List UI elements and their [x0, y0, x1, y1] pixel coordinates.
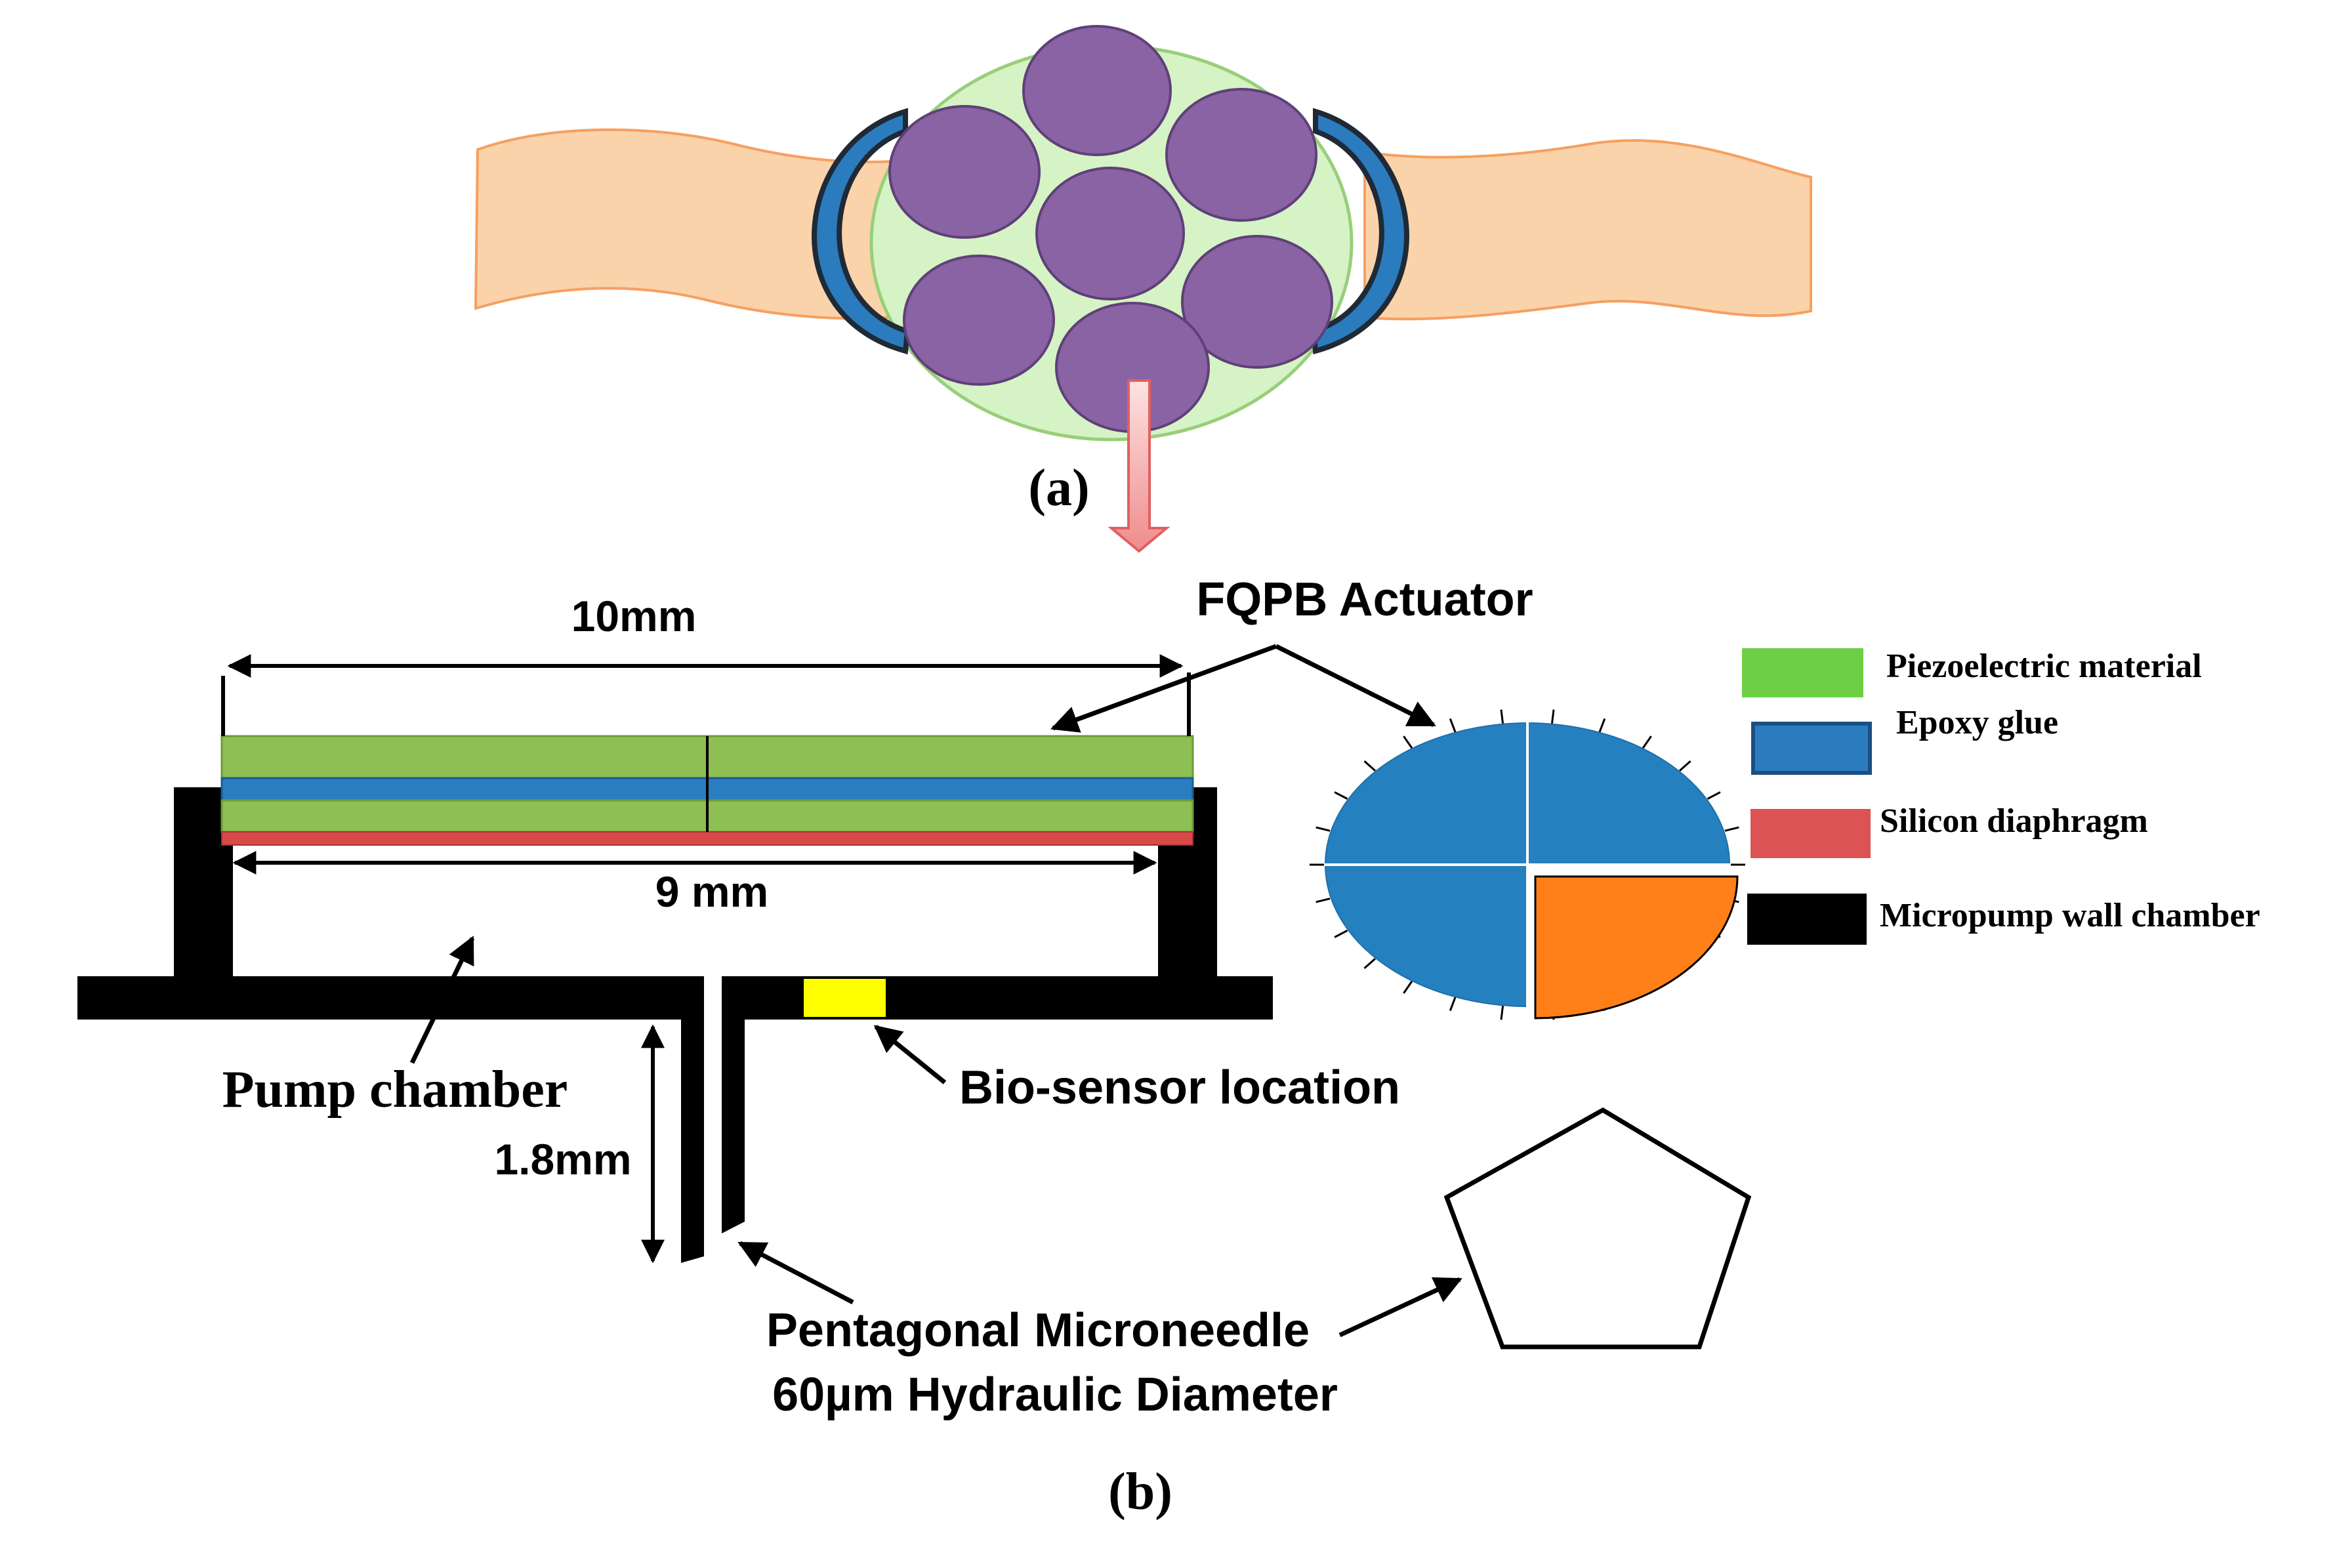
nerve-fibers [888, 25, 1333, 433]
dimension-lines [221, 654, 1191, 1264]
needle-label-line2: 60µm Hydraulic Diameter [772, 1369, 1338, 1421]
disk-tick [1316, 826, 1331, 832]
micropump-cross-section [77, 735, 1273, 1263]
disk-tick [1707, 791, 1721, 800]
disk-orange-quadrant [1534, 875, 1739, 1020]
fiber [1165, 88, 1317, 222]
disk-tick [1403, 735, 1413, 749]
pentagon-pointer [1338, 1277, 1462, 1338]
disk-tick [1500, 709, 1504, 724]
legend-label-silicon: Silicon diaphragm [1880, 802, 2148, 840]
legend-swatch-wall [1747, 894, 1867, 945]
tissue-right [1363, 139, 1812, 321]
actuator-top-view [1310, 709, 1745, 1020]
silicon-diaphragm-layer [221, 831, 1193, 846]
needle-wall-left [681, 976, 704, 1263]
actuator-width-label: 10mm [571, 592, 697, 640]
base-plate-left [77, 976, 704, 1020]
disk-tick [1334, 930, 1348, 938]
legend-swatch-silicon [1751, 809, 1871, 858]
legend-label-epoxy: Epoxy glue [1896, 704, 2058, 741]
fiber [1022, 25, 1172, 156]
panel-a-illustration [474, 25, 1812, 553]
biosensor-pointer [873, 1025, 947, 1084]
disk-tick [1500, 1005, 1504, 1020]
legend-label-wall: Micropump wall chamber [1880, 897, 2260, 934]
fiber [903, 255, 1055, 386]
panel-b-label: (b) [1108, 1463, 1172, 1521]
legend: Piezoelectric material Epoxy glue Silico… [1742, 648, 2260, 945]
needle-length-label: 1.8mm [494, 1135, 631, 1184]
actuator-pointer-right [1275, 644, 1436, 728]
needle-label-line1: Pentagonal Microneedle [766, 1304, 1310, 1357]
disk-tick [1449, 997, 1457, 1012]
pump-chamber-pointer [409, 936, 475, 1064]
annotation-arrows [409, 644, 1462, 1338]
fiber [1181, 235, 1333, 369]
actuator-label: FQPB Actuator [1196, 573, 1533, 626]
fiber [1035, 167, 1185, 300]
disk-tick [1598, 718, 1606, 733]
disk-tick [1403, 980, 1413, 994]
needle-wall-right [722, 976, 745, 1233]
actuator-pointer-left [1050, 644, 1277, 733]
fiber [888, 105, 1041, 239]
disk-tick [1642, 735, 1652, 749]
panel-a-label: (a) [1028, 459, 1089, 517]
disk-tick [1334, 791, 1348, 800]
disk-tick [1724, 826, 1739, 832]
legend-swatch-piezoelectric [1742, 648, 1863, 697]
needle-pointer [737, 1241, 854, 1305]
pentagon-cross-section [1443, 1107, 1752, 1350]
disk-tick [1449, 718, 1457, 733]
down-arrow [1108, 379, 1170, 553]
disk-tick [1316, 897, 1331, 903]
biosensor-label: Bio-sensor location [959, 1062, 1400, 1114]
legend-label-piezoelectric: Piezoelectric material [1886, 648, 2202, 685]
disk-tick [1679, 760, 1691, 772]
biosensor [804, 979, 886, 1017]
chamber-width-label: 9 mm [655, 867, 768, 916]
legend-swatch-epoxy [1751, 722, 1872, 775]
cuff-electrode-left [812, 108, 911, 355]
disk-tick [1363, 760, 1376, 772]
cuff-electrode-right [1310, 108, 1409, 355]
disk-tick [1363, 958, 1376, 969]
pump-chamber-label: Pump chamber [222, 1061, 568, 1119]
disk-tick [1550, 709, 1555, 724]
